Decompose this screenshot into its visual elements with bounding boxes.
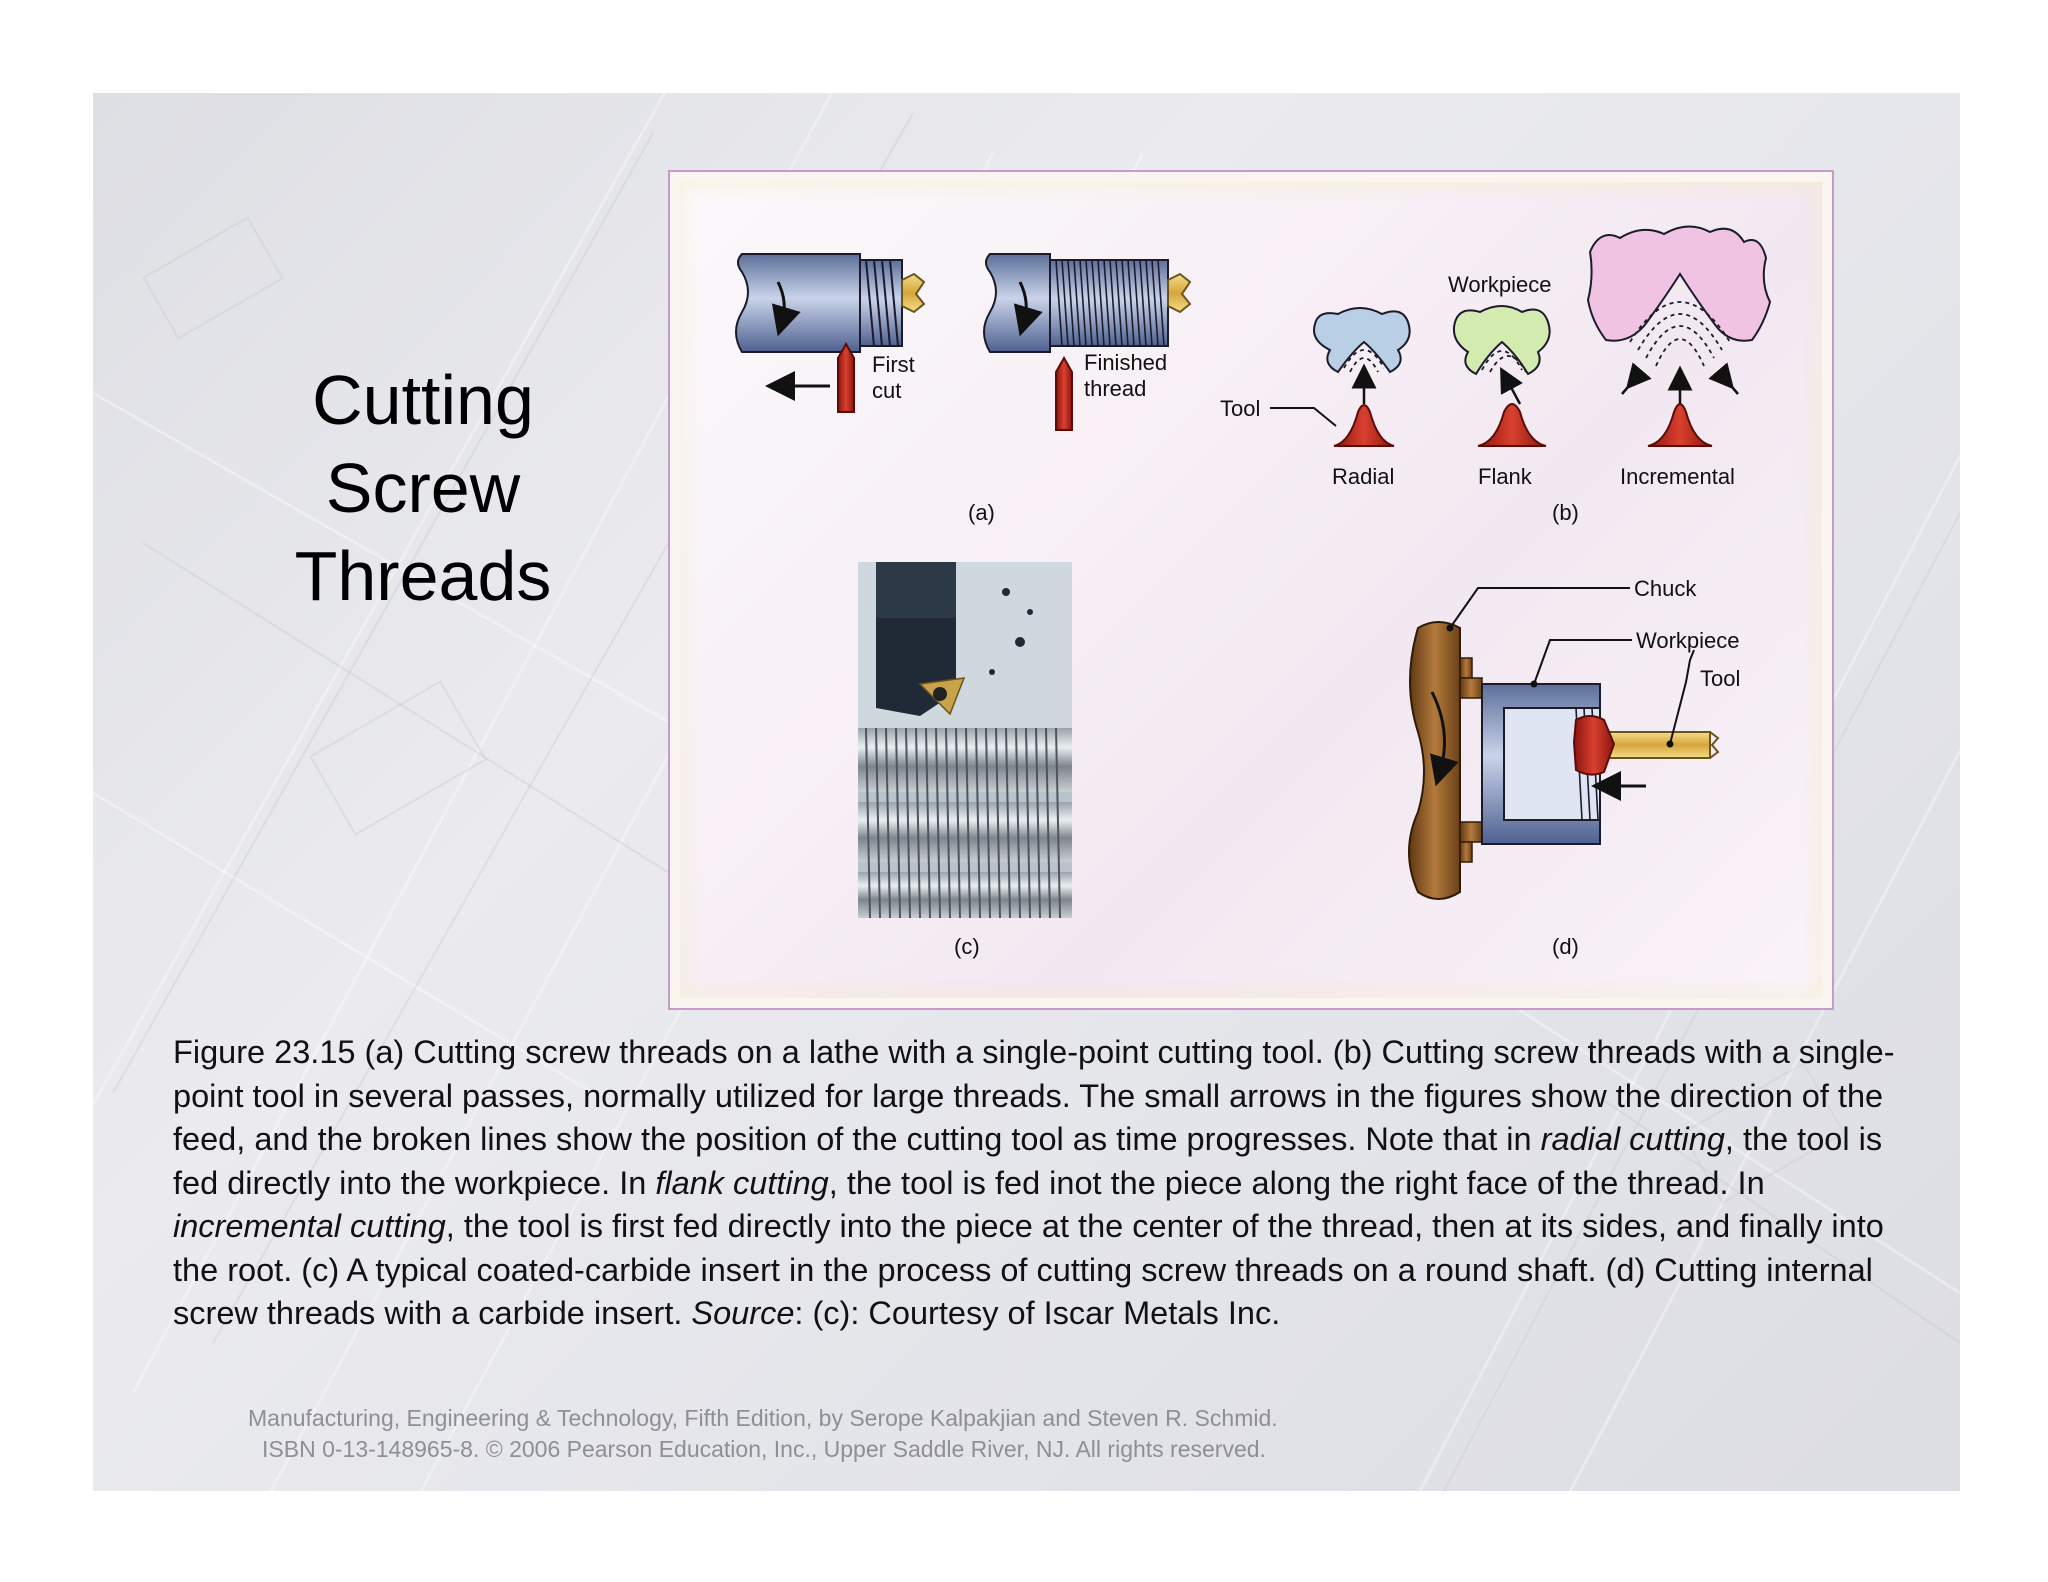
panel-b: Tool Radial Workpiece Flank — [1220, 225, 1772, 525]
panel-c: (c) — [858, 562, 1072, 959]
label-workpiece-d: Workpiece — [1636, 628, 1740, 653]
label-flank: Flank — [1478, 464, 1533, 489]
flank-tool — [1477, 403, 1547, 447]
radial-workpiece — [1313, 307, 1411, 374]
figure-23-15: First cut — [668, 170, 1834, 1010]
panel-d: Chuck Workpiece Tool (d) — [1408, 576, 1740, 959]
panel-b-tag: (b) — [1552, 500, 1579, 525]
label-cut: cut — [872, 378, 901, 403]
copyright-footer: Manufacturing, Engineering & Technology,… — [248, 1403, 1448, 1465]
title-line-3: Threads — [294, 537, 552, 615]
panel-c-tag: (c) — [954, 934, 980, 959]
label-tool-d: Tool — [1700, 666, 1740, 691]
tool-leader — [1270, 407, 1337, 427]
caption-radial-cutting: radial cutting — [1540, 1121, 1725, 1157]
title-line-1: Cutting — [312, 361, 534, 439]
footer-line-1: Manufacturing, Engineering & Technology,… — [248, 1405, 1278, 1431]
label-chuck: Chuck — [1634, 576, 1697, 601]
caption-part-3: , the tool is fed inot the piece along t… — [828, 1164, 1765, 1201]
first-cut-workpiece — [735, 253, 926, 353]
caption-part-1: Figure 23.15 (a) Cutting screw threads o… — [173, 1034, 1895, 1157]
incremental-workpiece — [1586, 225, 1772, 342]
radial-tool — [1333, 404, 1395, 447]
chuck — [1408, 621, 1461, 900]
footer-line-2: ISBN 0-13-148965-8. © 2006 Pearson Educa… — [262, 1436, 1266, 1462]
panel-a-tag: (a) — [968, 500, 995, 525]
caption-part-2: , the tool is fed directly into the work… — [173, 1121, 1883, 1201]
label-thread: thread — [1084, 376, 1146, 401]
panel-a: First cut — [735, 253, 1192, 525]
boring-bar — [1599, 731, 1711, 759]
slide: Cutting Screw Threads — [93, 93, 1960, 1491]
first-cut-tool — [837, 341, 855, 413]
caption-part-4: , the tool is first fed directly into th… — [173, 1208, 1884, 1331]
caption-source: Source — [691, 1295, 795, 1331]
label-workpiece-b: Workpiece — [1448, 272, 1552, 297]
label-first: First — [872, 352, 915, 377]
label-radial: Radial — [1332, 464, 1394, 489]
figure-illustration: First cut — [735, 225, 1772, 959]
caption-incremental-cutting: incremental cutting — [173, 1208, 446, 1244]
label-incremental: Incremental — [1620, 464, 1735, 489]
slide-title: Cutting Screw Threads — [93, 356, 753, 620]
insert-tool-d — [1572, 715, 1616, 776]
finished-thread-workpiece — [983, 253, 1192, 353]
finished-thread-tool — [1055, 355, 1073, 431]
label-finished: Finished — [1084, 350, 1167, 375]
label-tool-b: Tool — [1220, 396, 1260, 421]
panel-d-tag: (d) — [1552, 934, 1579, 959]
title-line-2: Screw — [325, 449, 521, 527]
figure-caption: Figure 23.15 (a) Cutting screw threads o… — [173, 1031, 1933, 1336]
caption-part-5: : (c): Courtesy of Iscar Metals Inc. — [794, 1295, 1281, 1331]
incremental-tool — [1647, 403, 1713, 447]
caption-flank-cutting: flank cutting — [655, 1164, 829, 1201]
flank-workpiece — [1452, 305, 1551, 376]
